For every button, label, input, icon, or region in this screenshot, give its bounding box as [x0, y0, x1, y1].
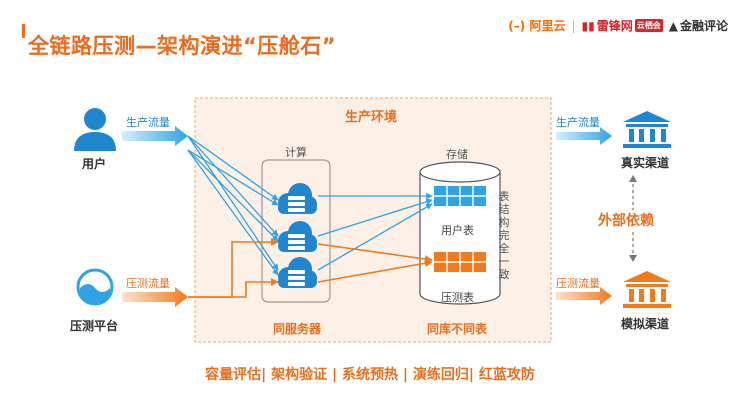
storage-label: 存储: [446, 148, 468, 161]
user-table-icon: [434, 186, 486, 206]
triangle-logo-icon: ▲: [668, 18, 678, 33]
test-traffic-label-right: 压测流量: [556, 277, 600, 290]
production-traffic-lines: [187, 135, 433, 276]
env-title: 生产环境: [345, 110, 398, 125]
compute-label: 计算: [285, 146, 307, 159]
same-structure-label: 表结构完全一致: [498, 190, 510, 281]
test-table-icon: [434, 252, 486, 272]
aliyun-logo: (–) 阿里云: [508, 19, 566, 33]
leifeng-mark-icon: ▮▮: [581, 18, 595, 33]
production-traffic-arrow-right: [556, 127, 612, 145]
test-traffic-arrow-right: [556, 287, 612, 305]
platform-label: 压测平台: [70, 319, 119, 333]
same-server-label: 同服务器: [273, 322, 322, 336]
cloud-server-icon: [278, 183, 317, 214]
production-traffic-label-left: 生产流量: [126, 116, 170, 129]
user-table-label: 用户表: [441, 224, 474, 237]
bank-real-icon: [623, 111, 671, 148]
mock-channel-label: 模拟渠道: [621, 317, 670, 331]
leifeng-logo: ▮▮雷锋网云栖会: [581, 18, 663, 33]
up-arrow-icon: [629, 175, 637, 182]
down-arrow-icon: [629, 255, 637, 262]
logo-strip: (–) 阿里云 | ▮▮雷锋网云栖会 ▲金融评论: [508, 17, 728, 34]
real-channel-label: 真实渠道: [621, 156, 670, 170]
user-icon: [74, 108, 116, 151]
test-traffic-lines: [188, 238, 433, 298]
jinrong-logo: ▲金融评论: [668, 18, 728, 34]
slide-title: 全链路压测—架构演进“压舱石”: [28, 34, 337, 58]
logo-divider: |: [571, 18, 576, 33]
test-traffic-arrow-left: [122, 287, 188, 307]
test-traffic-label-left: 压测流量: [126, 277, 170, 290]
cloud-server-icon: [278, 257, 317, 288]
bottom-capabilities: 容量评估| 架构验证 | 系统预热 | 演练回归| 红蓝攻防: [205, 367, 535, 383]
same-db-label: 同库不同表: [427, 322, 488, 336]
test-table-label: 压测表: [441, 291, 474, 304]
test-platform-icon: [76, 268, 114, 306]
production-traffic-label-right: 生产流量: [556, 116, 600, 129]
production-traffic-arrow-left: [122, 126, 188, 146]
user-label: 用户: [82, 157, 107, 171]
external-dependency-label: 外部依赖: [596, 210, 656, 230]
bank-mock-icon: [623, 271, 671, 308]
title-accent-bar: [22, 24, 25, 38]
cloud-server-icon: [278, 221, 317, 252]
